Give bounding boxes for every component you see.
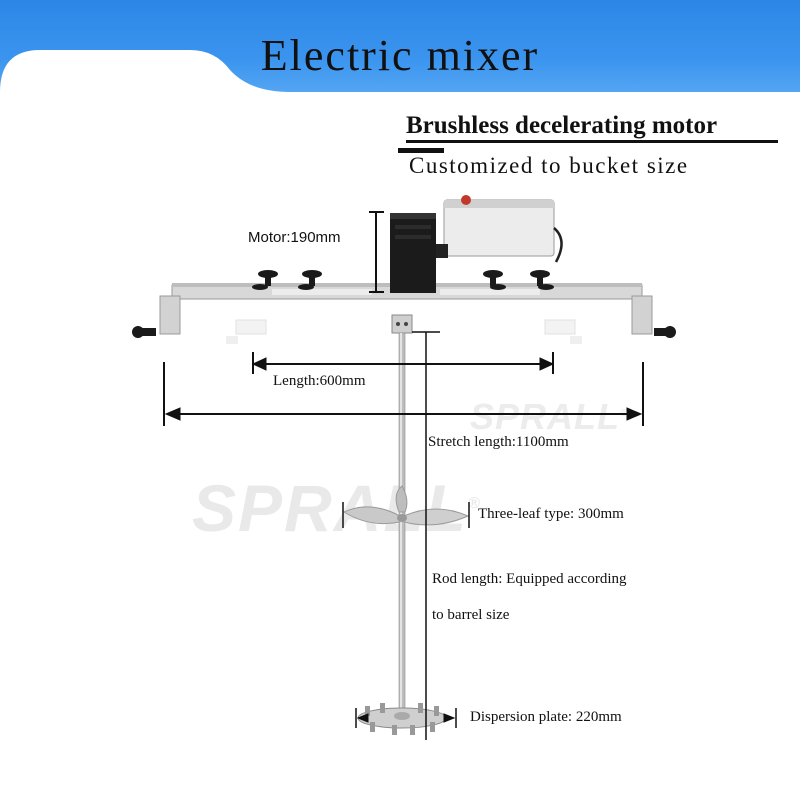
- dispersion-disc-icon: [357, 703, 447, 735]
- page-title: Electric mixer: [260, 31, 540, 80]
- propeller-icon: [342, 485, 470, 526]
- brand-watermark-text-small: SPRALL: [470, 396, 620, 437]
- control-box-icon: [436, 195, 563, 263]
- inner-clamps: [226, 319, 582, 344]
- motor-type-underline: [406, 140, 778, 143]
- rod-length-label-line-1: Rod length: Equipped according: [432, 571, 627, 587]
- motor-type-heading: Brushless decelerating motor: [406, 112, 718, 139]
- underline-accent: [398, 148, 444, 153]
- stretch-length-label: Stretch length:1100mm: [428, 434, 569, 450]
- brand-watermark-small: SPRALL®: [470, 396, 628, 438]
- dimension-lines: [163, 211, 644, 740]
- clamp-knob-icon: [132, 270, 676, 338]
- length-label: Length:600mm: [273, 373, 366, 389]
- brand-watermark-text: SPRALL: [192, 471, 468, 545]
- dispersion-plate-label: Dispersion plate: 220mm: [470, 709, 622, 725]
- impeller-size-label: Three-leaf type: 300mm: [478, 506, 624, 522]
- motor-size-label: Motor:190mm: [248, 229, 341, 246]
- motor-icon: [390, 213, 436, 293]
- customization-note: Customized to bucket size: [409, 153, 689, 178]
- rod-length-label-line-2: to barrel size: [432, 607, 510, 623]
- brand-watermark-large: SPRALL®: [192, 470, 482, 546]
- registered-mark: ®: [468, 495, 482, 512]
